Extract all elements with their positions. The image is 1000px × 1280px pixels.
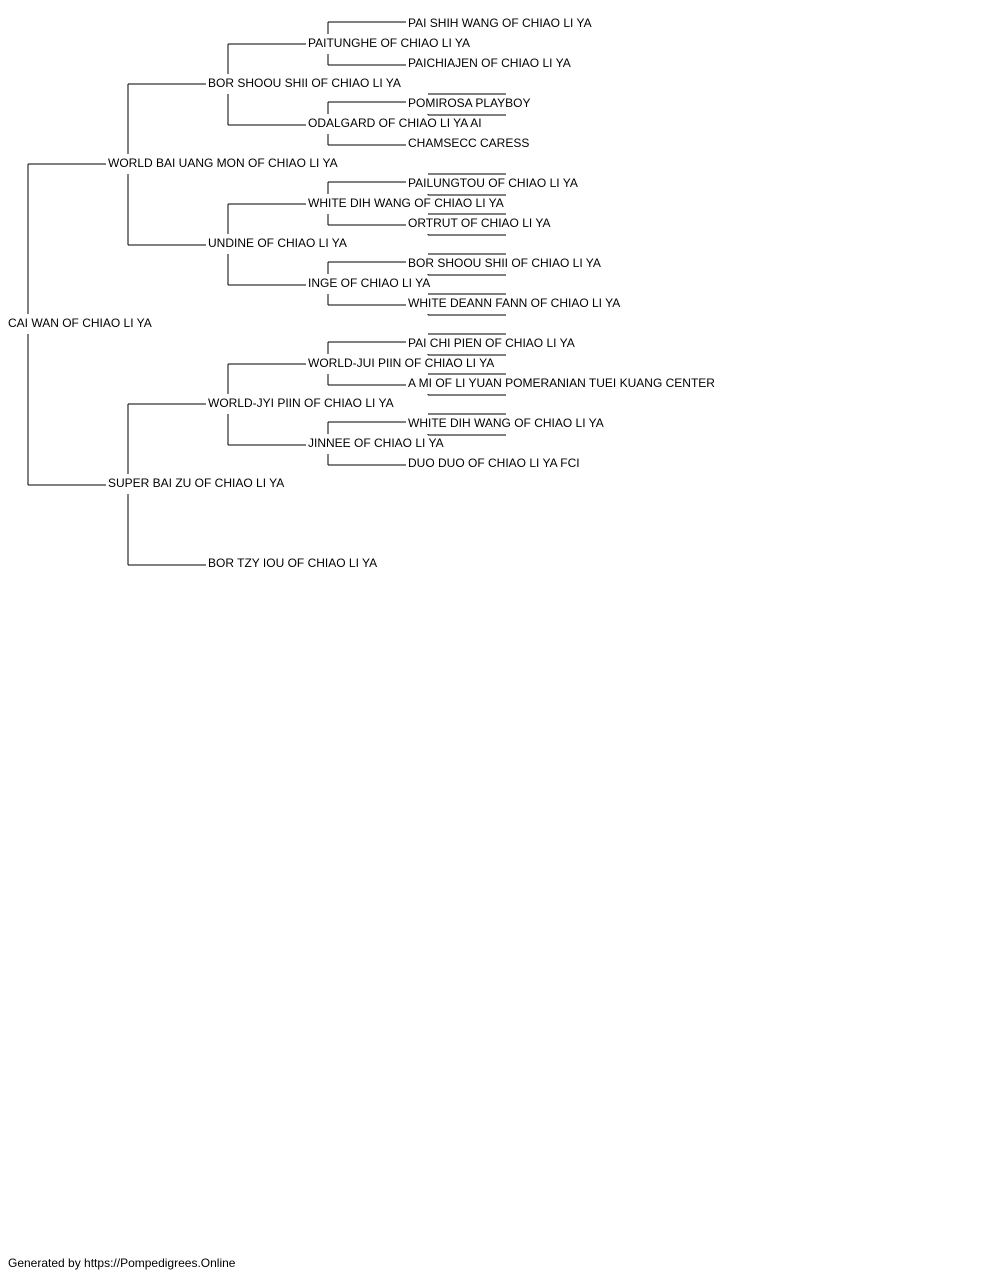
pedigree-node: POMIROSA PLAYBOY [408, 96, 530, 110]
pedigree-node: BOR SHOOU SHII OF CHIAO LI YA [208, 76, 401, 90]
pedigree-node: PAI CHI PIEN OF CHIAO LI YA [408, 336, 575, 350]
pedigree-node: WORLD-JUI PIIN OF CHIAO LI YA [308, 356, 494, 370]
pedigree-node: CHAMSECC CARESS [408, 136, 529, 150]
pedigree-node: PAI SHIH WANG OF CHIAO LI YA [408, 16, 592, 30]
pedigree-node: A MI OF LI YUAN POMERANIAN TUEI KUANG CE… [408, 376, 715, 390]
pedigree-node: WORLD BAI UANG MON OF CHIAO LI YA [108, 156, 338, 170]
pedigree-node: PAITUNGHE OF CHIAO LI YA [308, 36, 470, 50]
pedigree-node: WHITE DIH WANG OF CHIAO LI YA [308, 196, 504, 210]
pedigree-node: INGE OF CHIAO LI YA [308, 276, 430, 290]
pedigree-node: WHITE DEANN FANN OF CHIAO LI YA [408, 296, 620, 310]
pedigree-node: JINNEE OF CHIAO LI YA [308, 436, 444, 450]
pedigree-node: SUPER BAI ZU OF CHIAO LI YA [108, 476, 284, 490]
footer-credit: Generated by https://Pompedigrees.Online [8, 1256, 236, 1270]
pedigree-node: WORLD-JYI PIIN OF CHIAO LI YA [208, 396, 394, 410]
pedigree-node: UNDINE OF CHIAO LI YA [208, 236, 347, 250]
pedigree-node: ORTRUT OF CHIAO LI YA [408, 216, 550, 230]
pedigree-node: BOR SHOOU SHII OF CHIAO LI YA [408, 256, 601, 270]
pedigree-node: WHITE DIH WANG OF CHIAO LI YA [408, 416, 604, 430]
pedigree-node: CAI WAN OF CHIAO LI YA [8, 316, 152, 330]
pedigree-node: DUO DUO OF CHIAO LI YA FCI [408, 456, 580, 470]
pedigree-node: ODALGARD OF CHIAO LI YA AI [308, 116, 482, 130]
pedigree-node: PAICHIAJEN OF CHIAO LI YA [408, 56, 571, 70]
pedigree-node: BOR TZY IOU OF CHIAO LI YA [208, 556, 377, 570]
pedigree-node: PAILUNGTOU OF CHIAO LI YA [408, 176, 578, 190]
